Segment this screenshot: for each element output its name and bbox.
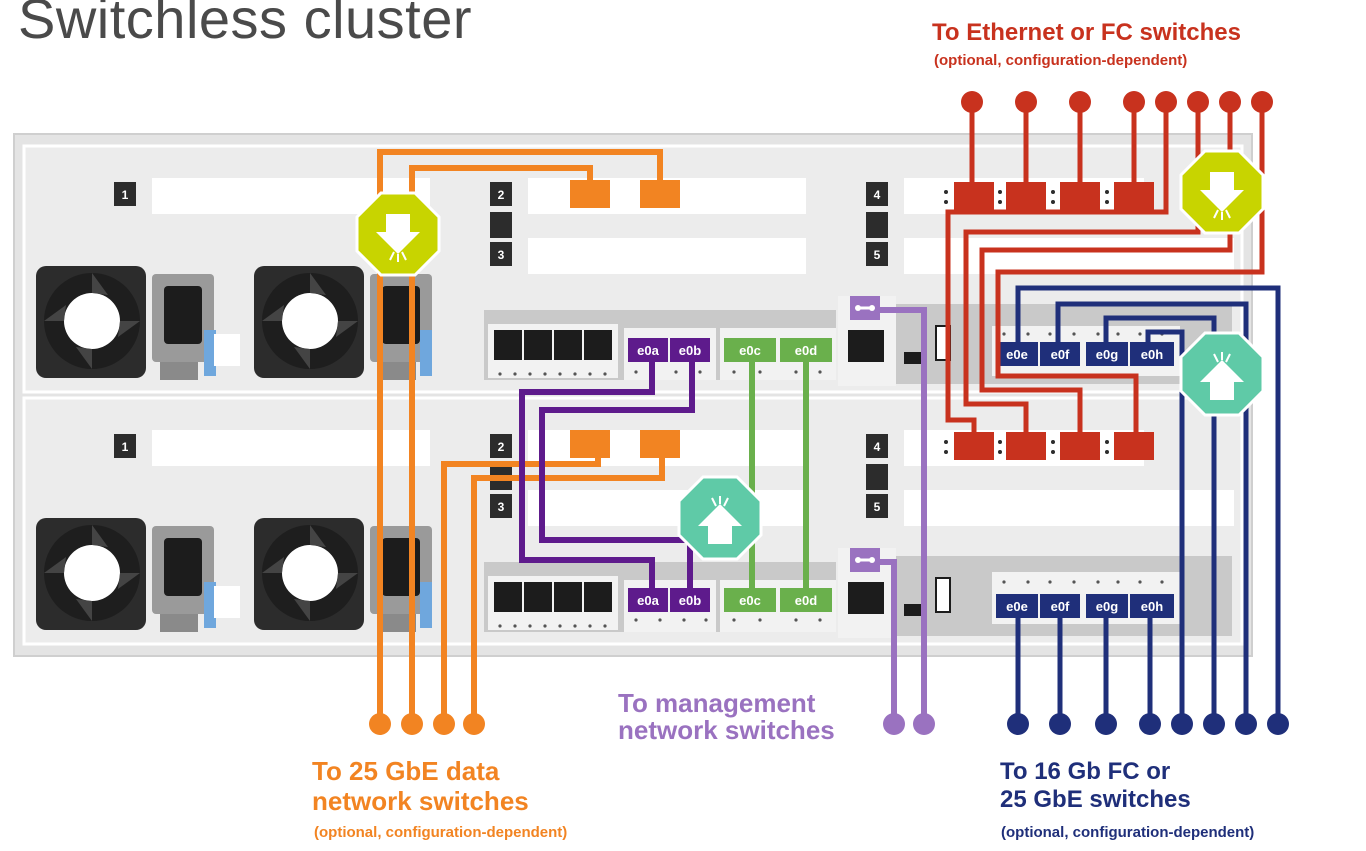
data-network-endpoints [369,713,485,735]
svg-text:e0a: e0a [637,593,659,608]
svg-text:3: 3 [498,500,505,514]
fc-callout-note: (optional, configuration-dependent) [1001,824,1255,841]
controller-b: 1 2 3 4 5 [36,430,1234,638]
controller-a: 1 2 3 4 5 [36,178,1234,386]
svg-text:4: 4 [874,188,881,202]
port-e0b-bottom: e0b [670,588,710,612]
port-e0a-top: e0a [628,338,668,362]
port-e0f-top: e0f [1040,342,1080,366]
port-e0h-bottom: e0h [1130,594,1174,618]
port-e0c-bottom: e0c [724,588,776,612]
svg-text:e0a: e0a [637,343,659,358]
svg-text:e0f: e0f [1051,599,1070,614]
svg-text:4: 4 [874,440,881,454]
fc-callout-title-line2: 25 GbE switches [1000,786,1191,813]
sfp-module-slot2-b [640,180,680,208]
port-e0c-top: e0c [724,338,776,362]
svg-text:3: 3 [498,248,505,262]
ethernet-fc-cables [945,102,1265,444]
diagram-title: Switchless cluster [18,0,473,50]
port-e0e-top: e0e [996,342,1038,366]
svg-text:5: 5 [874,248,881,262]
power-supply-1 [36,266,240,380]
fc-25gbe-endpoints [1007,713,1289,735]
data-callout-title-line2: network switches [312,786,529,816]
fc-callout-title-line1: To 16 Gb FC or [1000,758,1171,785]
wrench-icon [850,296,880,320]
sfp-module-slot2-a [570,180,610,208]
slot-5-bay [904,238,1234,274]
slot-number-4: 4 [866,182,888,206]
arrow-up-octagon-icon [1179,331,1265,417]
arrow-down-octagon-icon [1179,149,1265,235]
power-supply-4 [254,518,432,632]
power-supply-2 [254,266,432,380]
svg-text:e0d: e0d [795,593,817,608]
svg-text:e0g: e0g [1096,347,1118,362]
port-e0h-top: e0h [1130,342,1174,366]
slot-number-5: 5 [866,242,888,266]
management-endpoints [883,713,935,735]
port-e0d-top: e0d [780,338,832,362]
slot-number-4-b: 4 [866,434,888,458]
slot-number-1-b: 1 [114,434,136,458]
ethernet-fc-endpoints [961,91,1273,113]
svg-text:e0e: e0e [1006,599,1028,614]
slot-number-5-b: 5 [866,494,888,518]
svg-text:e0g: e0g [1096,599,1118,614]
data-callout-note: (optional, configuration-dependent) [314,824,568,841]
slot-number-1: 1 [114,182,136,206]
wrench-icon [850,548,880,572]
svg-text:e0h: e0h [1141,599,1163,614]
svg-text:e0b: e0b [679,593,701,608]
svg-text:e0c: e0c [739,593,761,608]
data-callout-title-line1: To 25 GbE data [312,756,500,786]
fc-25gbe-cables [1015,285,1281,724]
management-callout-title-line1: To management [618,688,816,718]
svg-text:5: 5 [874,500,881,514]
management-port-a [848,330,884,362]
svg-text:2: 2 [498,440,505,454]
ha-interconnect-cables [749,362,809,588]
svg-text:e0e: e0e [1006,347,1028,362]
sfp-module-slot2-c [570,430,610,458]
power-supply-3 [36,518,240,632]
arrow-up-octagon-icon [677,475,763,561]
port-e0e-bottom: e0e [996,594,1038,618]
slot-number-2-b: 2 [490,434,512,458]
port-e0d-bottom: e0d [780,588,832,612]
management-port-b [848,582,884,614]
slot-3-bay [528,238,806,274]
svg-text:1: 1 [122,440,129,454]
svg-text:e0f: e0f [1051,347,1070,362]
arrow-down-octagon-icon [355,191,441,277]
ethernet-fc-callout-title: To Ethernet or FC switches [932,19,1241,46]
port-e0g-bottom: e0g [1086,594,1128,618]
management-callout-title-line2: network switches [618,715,835,745]
slot-number-3: 3 [490,242,512,266]
port-e0a-bottom: e0a [628,588,668,612]
slot-number-2: 2 [490,182,512,206]
sfp-module-slot2-d [640,430,680,458]
svg-text:e0d: e0d [795,343,817,358]
svg-text:2: 2 [498,188,505,202]
svg-text:e0h: e0h [1141,347,1163,362]
ethernet-fc-modules [954,182,1154,460]
data-sfp-modules [570,180,680,458]
svg-text:e0c: e0c [739,343,761,358]
port-e0g-top: e0g [1086,342,1128,366]
svg-text:e0b: e0b [679,343,701,358]
slot-number-3-b: 3 [490,494,512,518]
ethernet-fc-callout-note: (optional, configuration-dependent) [934,52,1188,69]
port-e0b-top: e0b [670,338,710,362]
svg-text:1: 1 [122,188,129,202]
port-e0f-bottom: e0f [1040,594,1080,618]
